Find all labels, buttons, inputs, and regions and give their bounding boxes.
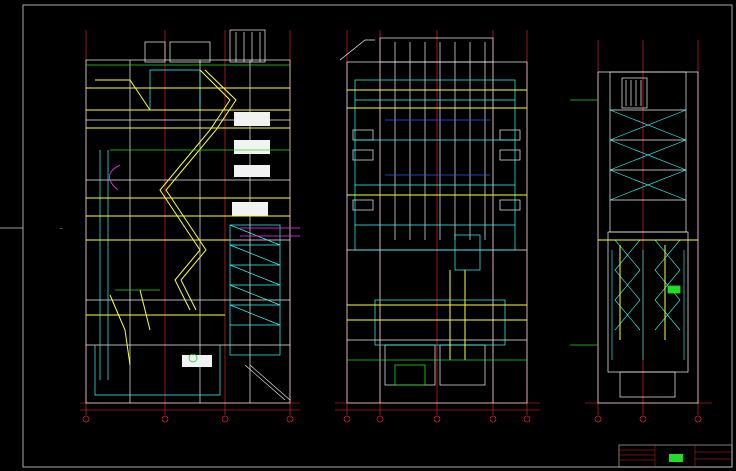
- left-view-drum-panels: [182, 112, 270, 367]
- middle-view-column-grid: [335, 30, 540, 415]
- left-view-stair: [244, 364, 291, 401]
- left-view-pipework: [86, 69, 290, 366]
- right-view-cross-bracing: [609, 109, 687, 360]
- left-view-magenta-line: [109, 164, 300, 237]
- drawing-frame: [0, 4, 733, 468]
- middle-view-ducts: [354, 79, 516, 346]
- rear-elevation: [570, 40, 712, 423]
- right-view-grid-bubbles: [594, 415, 702, 423]
- left-view-steel-frame: [85, 29, 291, 404]
- right-view-steel-frame: [597, 71, 699, 404]
- left-view-dimension-mark: —: [60, 226, 63, 231]
- title-block: [618, 444, 733, 468]
- left-view-grid-bubbles: [82, 415, 294, 423]
- middle-view-steel-frame: [339, 37, 528, 404]
- right-view-column-grid: [585, 40, 712, 415]
- title-block-stamp: [669, 454, 683, 462]
- middle-view-grid-bubbles: [343, 415, 531, 423]
- middle-view-blue-lines: [385, 119, 490, 176]
- left-view-green-lines: [86, 64, 290, 363]
- front-elevation: [335, 30, 540, 423]
- middle-view-green-lines: [347, 359, 527, 386]
- left-side-elevation: —: [60, 29, 300, 423]
- right-view-green-lines: [570, 99, 681, 346]
- right-view-pipework: [598, 239, 698, 340]
- middle-view-pipework: [347, 89, 527, 360]
